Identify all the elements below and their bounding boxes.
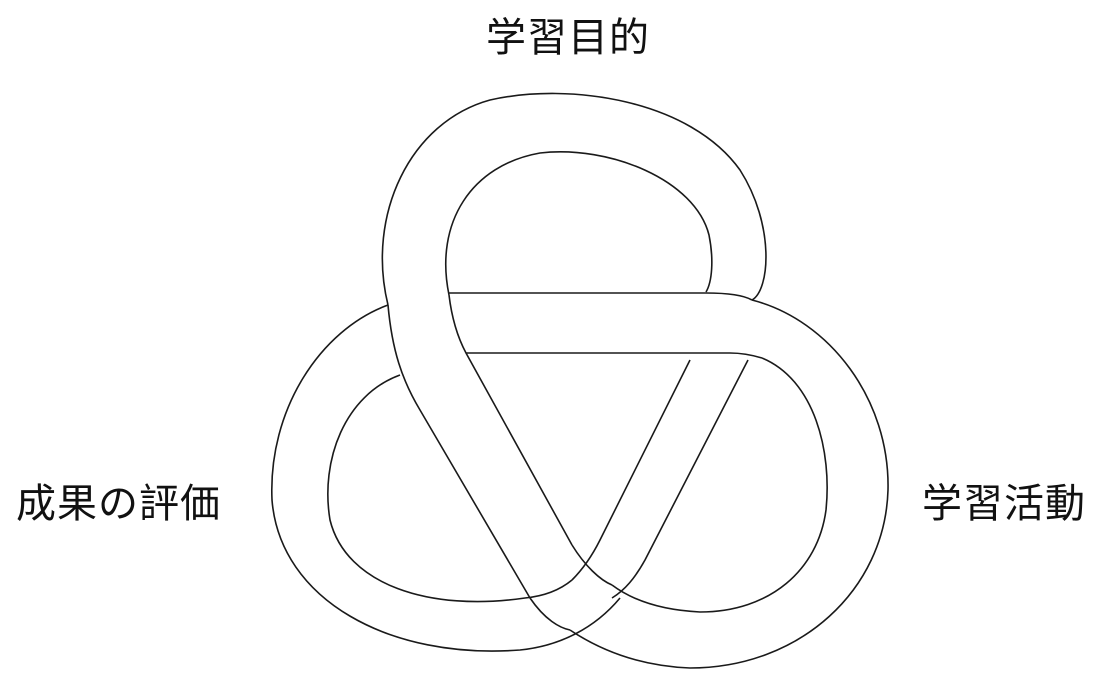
bottom-crossing-band-inner [571,544,613,586]
diagonal-band-right-edge [448,294,573,546]
rising-band-left-edge [571,359,691,581]
left-loop-inner-edge [327,374,573,603]
right-loop-outer-edge [569,299,889,669]
diagonal-band-left-edge [387,304,531,599]
label-learning-activities: 学習活動 [922,481,1086,527]
label-learning-purpose: 学習目的 [486,15,650,61]
rising-band-right-edge [611,359,749,599]
left-loop-outer-edge [271,304,621,652]
right-loop-inner-edge [611,357,828,613]
label-outcome-evaluation: 成果の評価 [16,481,221,527]
top-loop-inner-edge [444,151,713,296]
bottom-crossing-band-outer [529,597,571,631]
horizontal-band-right-end [705,292,763,359]
top-loop-outer-edge [381,92,767,306]
